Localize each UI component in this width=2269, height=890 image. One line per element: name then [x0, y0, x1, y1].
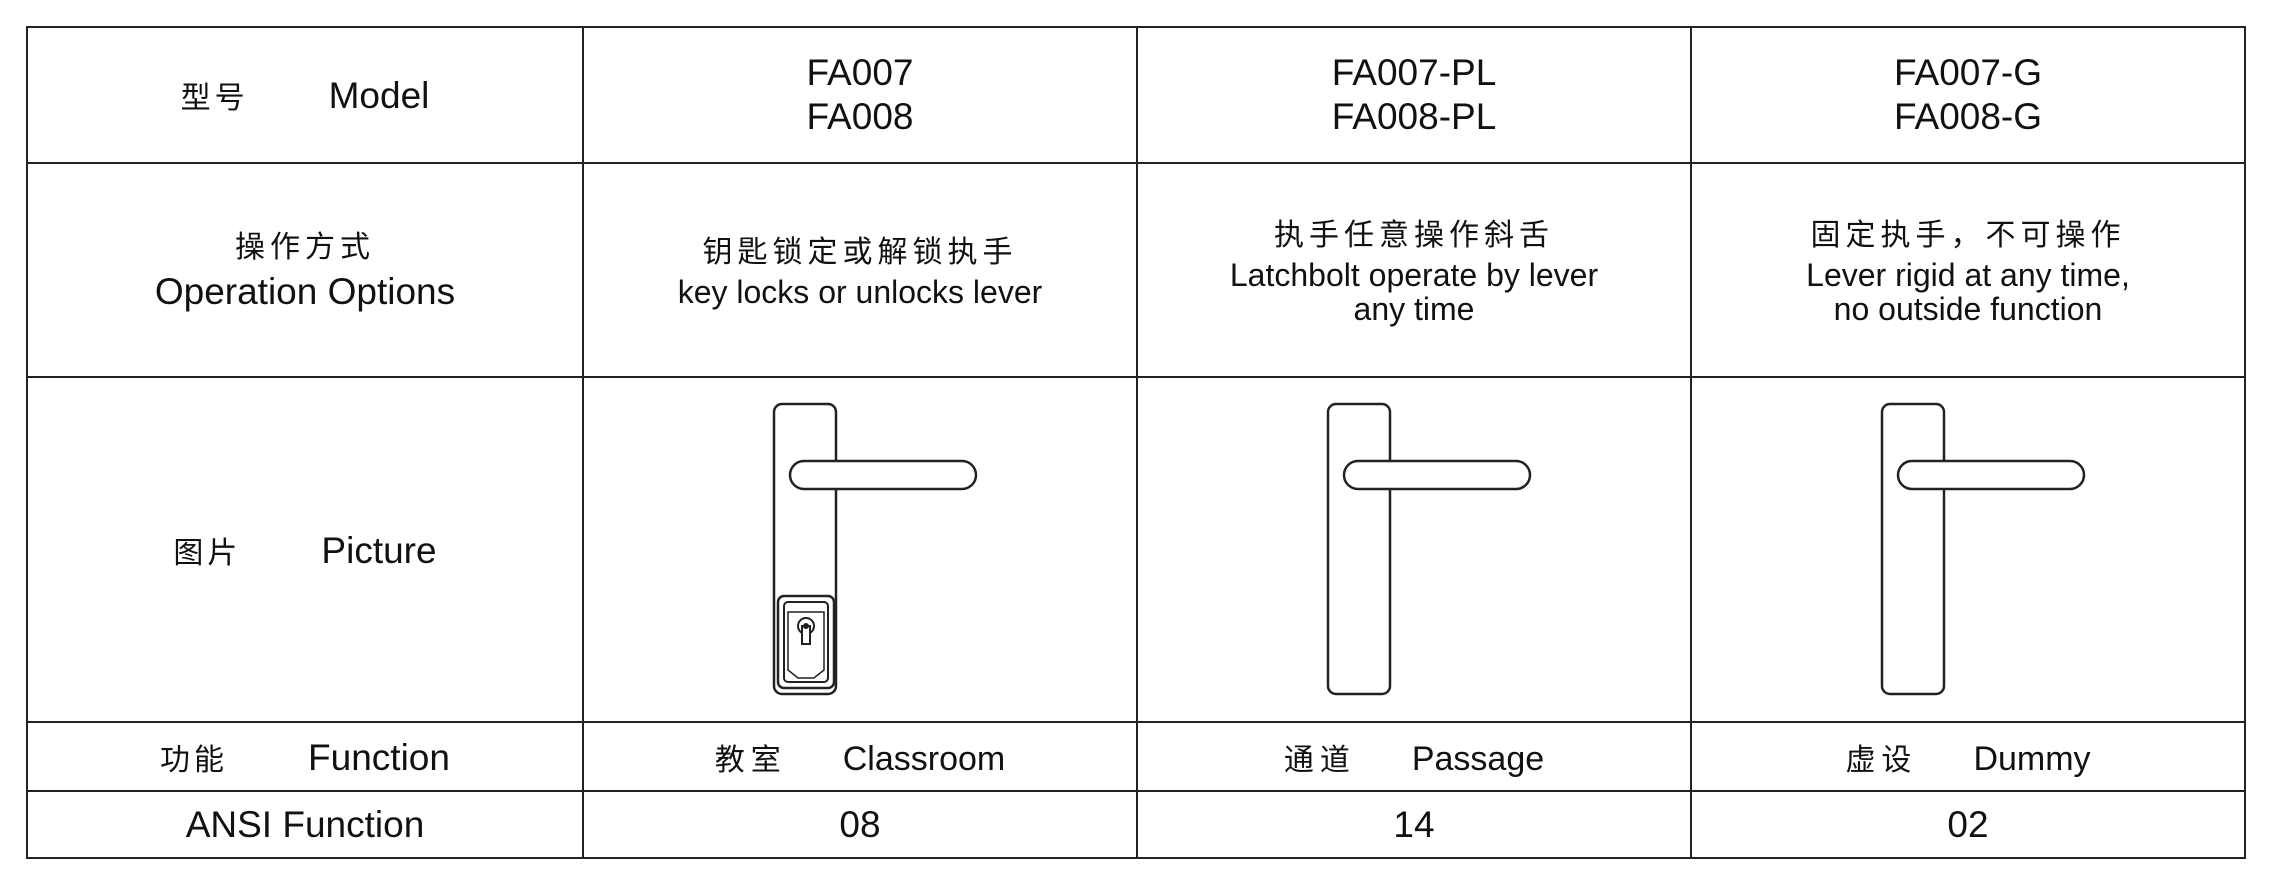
function-cn: 教室 [714, 742, 787, 778]
operation-en-line1: Lever rigid at any time, [1806, 257, 2130, 293]
model-line2: FA008 [806, 96, 914, 137]
operation-cn: 固定执手，不可操作 [1810, 218, 2126, 253]
model-line1: FA007-PL [1331, 52, 1497, 93]
ansi-header: ANSI Function [26, 790, 584, 859]
model-line2: FA008-G [1893, 96, 2043, 137]
operation-en-line1: key locks or unlocks lever [677, 274, 1043, 310]
function-cell-3: 虚设 Dummy [1690, 721, 2246, 792]
ansi-value: 02 [1947, 803, 1989, 845]
lever-handle-with-key-cylinder-icon [772, 402, 978, 695]
model-header-cn: 型号 [180, 81, 249, 116]
picture-cell-3 [1690, 376, 2246, 723]
model-cell-2: FA007-PL FA008-PL [1136, 26, 1692, 164]
ansi-value: 08 [839, 803, 881, 845]
model-cell-1: FA007 FA008 [582, 26, 1138, 164]
ansi-cell-1: 08 [582, 790, 1138, 859]
model-cell-3: FA007-G FA008-G [1690, 26, 2246, 164]
ansi-value: 14 [1393, 803, 1435, 845]
function-en: Dummy [1973, 739, 2091, 778]
function-cell-2: 通道 Passage [1136, 721, 1692, 792]
model-header-en: Model [328, 75, 430, 116]
function-cn: 虚设 [1845, 742, 1918, 778]
operation-cell-2: 执手任意操作斜舌 Latchbolt operate by lever any … [1136, 162, 1692, 378]
function-cell-1: 教室 Classroom [582, 721, 1138, 792]
operation-en-line1: Latchbolt operate by lever [1229, 257, 1599, 293]
model-header: 型号 Model [26, 26, 584, 164]
operation-header: 操作方式 Operation Options [26, 162, 584, 378]
ansi-row: ANSI Function 08 14 02 [26, 790, 2246, 859]
model-row: 型号 Model FA007 FA008 FA007-PL FA008-PL FA… [26, 26, 2246, 164]
operation-en-line2: any time [1353, 291, 1475, 327]
spec-table: 型号 Model FA007 FA008 FA007-PL FA008-PL FA… [26, 26, 2246, 859]
ansi-cell-3: 02 [1690, 790, 2246, 859]
operation-cell-1: 钥匙锁定或解锁执手 key locks or unlocks lever [582, 162, 1138, 378]
operation-row: 操作方式 Operation Options 钥匙锁定或解锁执手 key loc… [26, 162, 2246, 378]
model-line1: FA007 [806, 52, 914, 93]
operation-cell-3: 固定执手，不可操作 Lever rigid at any time, no ou… [1690, 162, 2246, 378]
function-header-en: Function [308, 736, 450, 778]
picture-header-en: Picture [321, 529, 437, 571]
operation-cn: 执手任意操作斜舌 [1274, 218, 1554, 253]
picture-header-cn: 图片 [173, 535, 242, 571]
picture-cell-1 [582, 376, 1138, 723]
picture-cell-2 [1136, 376, 1692, 723]
function-row: 功能 Function 教室 Classroom 通道 Passage 虚设 Dummy [26, 721, 2246, 792]
ansi-cell-2: 14 [1136, 790, 1692, 859]
picture-row: 图片 Picture [26, 376, 2246, 723]
function-en: Passage [1411, 739, 1545, 778]
operation-cn: 钥匙锁定或解锁执手 [702, 235, 1018, 270]
function-en: Classroom [842, 739, 1006, 778]
model-line1: FA007-G [1893, 52, 2043, 93]
lever-handle-icon [1880, 402, 2086, 695]
picture-header: 图片 Picture [26, 376, 584, 723]
function-header-cn: 功能 [160, 742, 229, 778]
function-header: 功能 Function [26, 721, 584, 792]
function-cn: 通道 [1283, 742, 1356, 778]
ansi-header-label: ANSI Function [185, 803, 425, 845]
operation-header-cn: 操作方式 [235, 230, 375, 265]
operation-header-en: Operation Options [154, 271, 456, 312]
model-line2: FA008-PL [1331, 96, 1497, 137]
operation-en-line2: no outside function [1833, 291, 2103, 327]
lever-handle-icon [1326, 402, 1532, 695]
